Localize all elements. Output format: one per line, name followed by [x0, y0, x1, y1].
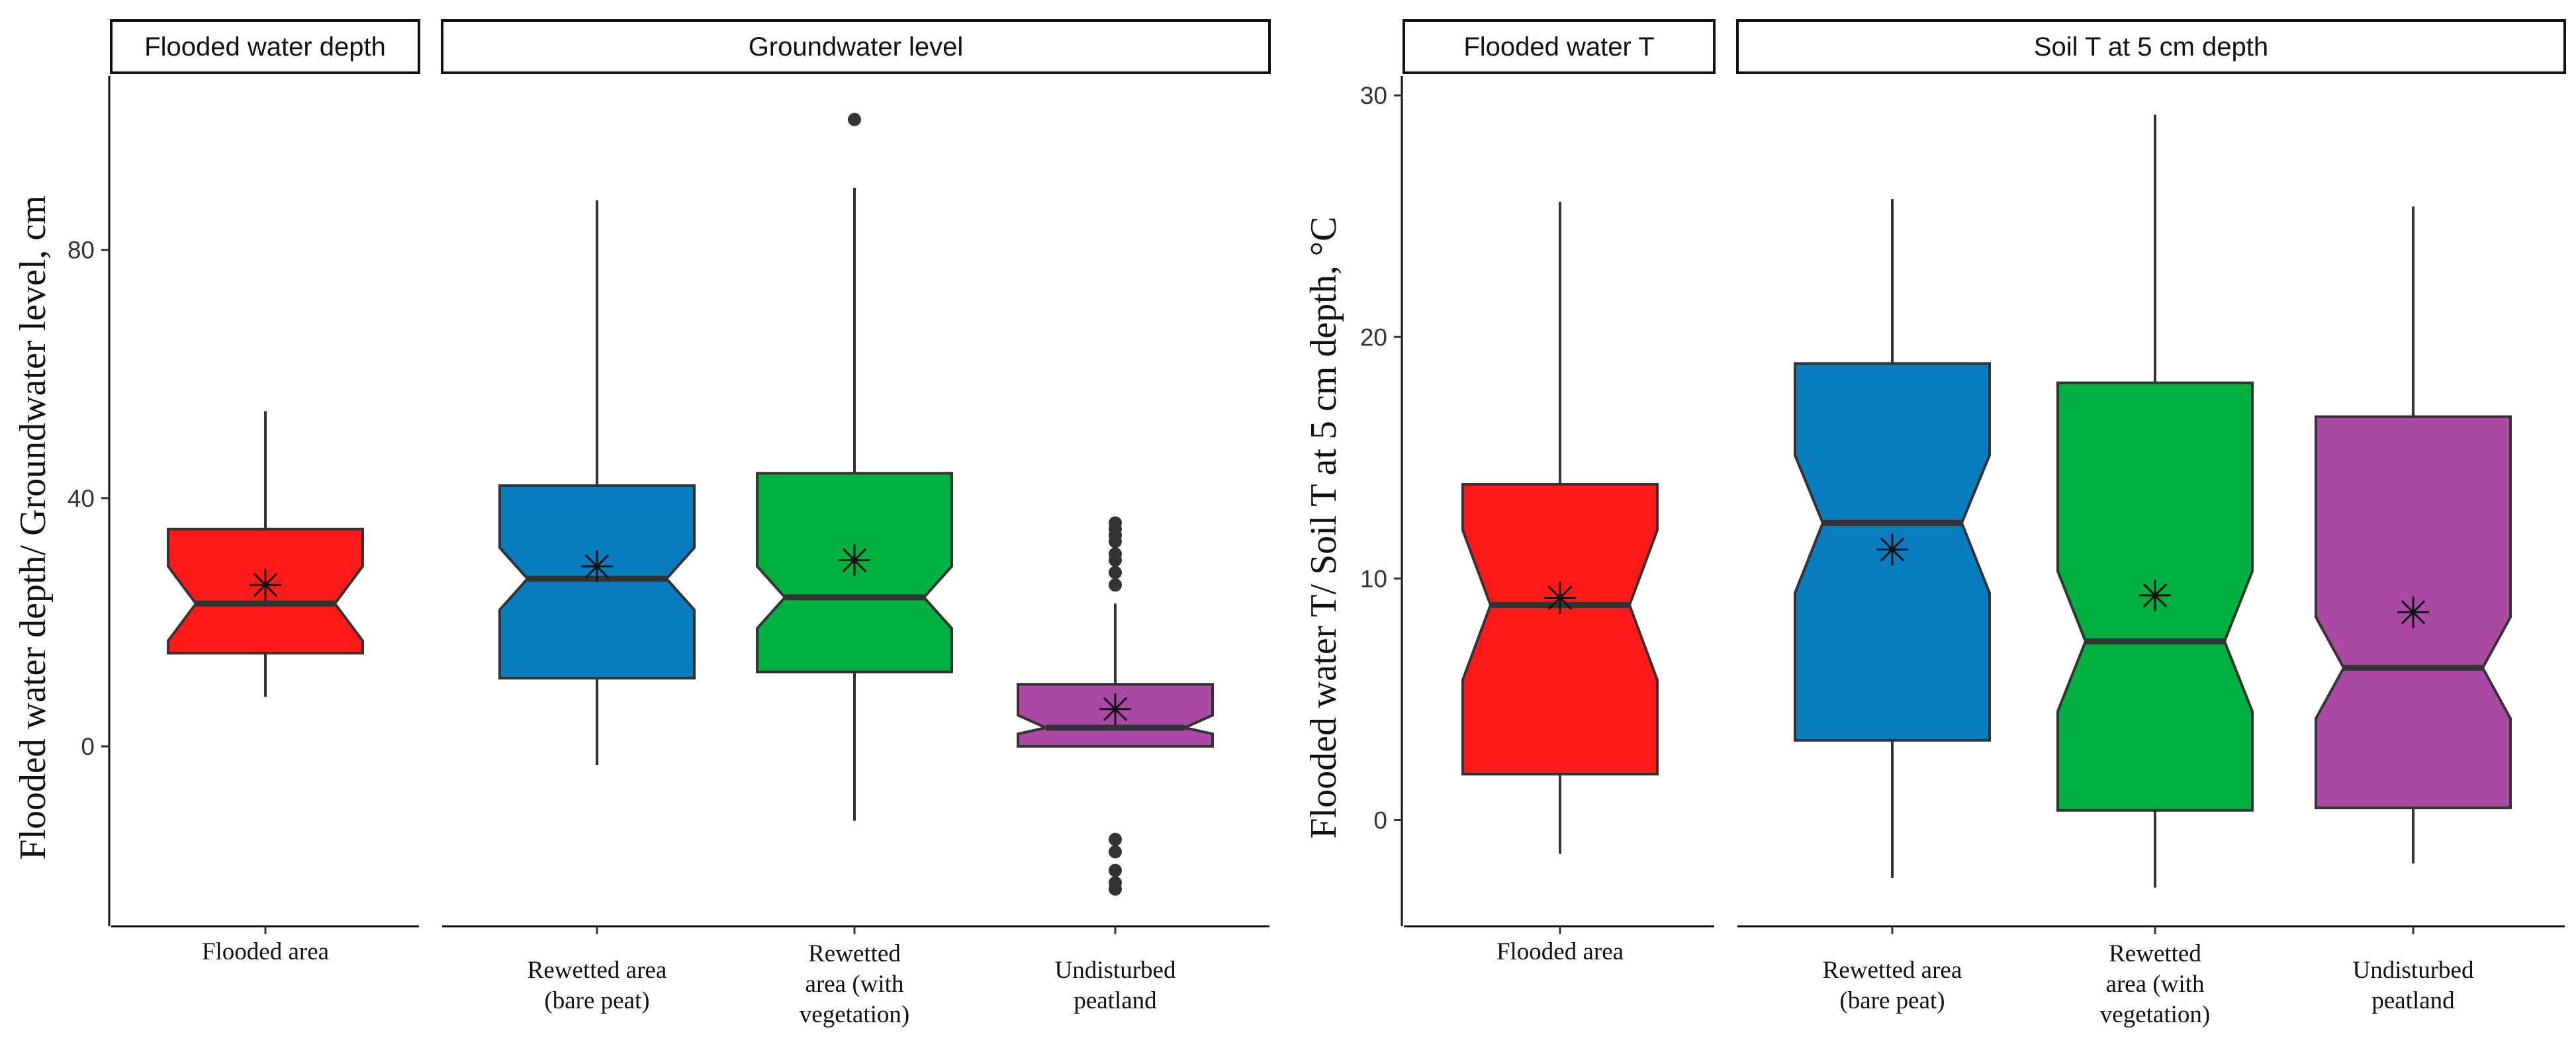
mean-stroke [2142, 583, 2168, 608]
x-category-label: (bare peat) [1839, 987, 1945, 1014]
y-tick-label: 80 [68, 237, 95, 264]
mean-stroke [842, 548, 867, 572]
mean-marker [2397, 596, 2429, 629]
x-category-label: Flooded area [1496, 938, 1624, 965]
x-category-label: peatland [1074, 987, 1157, 1014]
mean-stroke [584, 554, 610, 579]
mean-marker [1544, 582, 1576, 614]
y-axis-title: Flooded water depth/ Groundwater level, … [13, 195, 54, 860]
facet-strip-label: Flooded water depth [144, 32, 386, 62]
x-category-label: Rewetted [808, 940, 901, 967]
outlier-point [1109, 516, 1122, 530]
y-axis-title: Flooded water T/ Soil T at 5 cm depth, °… [1303, 216, 1344, 838]
x-category-label: Flooded area [202, 938, 329, 965]
outlier-point [1109, 863, 1122, 877]
y-tick-label: 10 [1360, 565, 1387, 592]
outlier-point [848, 112, 861, 126]
mean-marker [839, 544, 870, 576]
x-category-label: Undisturbed [2353, 957, 2474, 984]
facet-strip [110, 19, 420, 74]
mean-marker [1876, 533, 1908, 566]
facet-strip [1736, 19, 2566, 74]
y-tick-label: 0 [1373, 807, 1387, 834]
x-category-label: Rewetted area [1823, 957, 1962, 984]
facet-strip-label: Flooded water T [1463, 32, 1654, 62]
mean-marker [581, 550, 613, 582]
mean-stroke [1547, 586, 1573, 610]
y-tick-label: 30 [1360, 82, 1387, 109]
outlier-point [1109, 566, 1122, 580]
x-category-label: Rewetted [2109, 940, 2201, 967]
outlier-point [1109, 547, 1122, 561]
y-tick-label: 20 [1360, 324, 1387, 351]
outlier-point [1109, 882, 1122, 896]
x-category-label: area (with [805, 971, 904, 998]
x-category-label: area (with [2106, 971, 2205, 998]
mean-stroke [2401, 600, 2426, 625]
mean-stroke [253, 572, 278, 597]
mean-marker [2139, 579, 2171, 611]
x-category-label: Rewetted area [528, 957, 667, 984]
mean-stroke [1880, 537, 1905, 562]
x-category-label: (bare peat) [544, 987, 649, 1014]
facet-strip-label: Soil T at 5 cm depth [2034, 32, 2268, 62]
outlier-point [1109, 832, 1122, 846]
x-category-label: peatland [2371, 987, 2455, 1014]
x-category-label: vegetation) [2100, 1001, 2210, 1028]
facet-strip [441, 19, 1271, 74]
mean-stroke [1103, 697, 1128, 722]
y-tick-label: 0 [81, 733, 95, 760]
x-category-label: Undisturbed [1055, 957, 1176, 984]
x-category-label: vegetation) [800, 1001, 909, 1028]
facet-strip [1403, 19, 1716, 74]
mean-marker [1099, 693, 1131, 725]
y-tick-label: 40 [68, 485, 95, 512]
facet-strip-label: Groundwater level [749, 32, 964, 62]
mean-marker [250, 569, 281, 601]
box [1461, 482, 1659, 776]
outlier-point [1109, 845, 1122, 859]
outlier-point [1109, 578, 1122, 592]
chart-1: 0 40 80 Flooded water depth/ Groundwater le… [13, 19, 1271, 1028]
